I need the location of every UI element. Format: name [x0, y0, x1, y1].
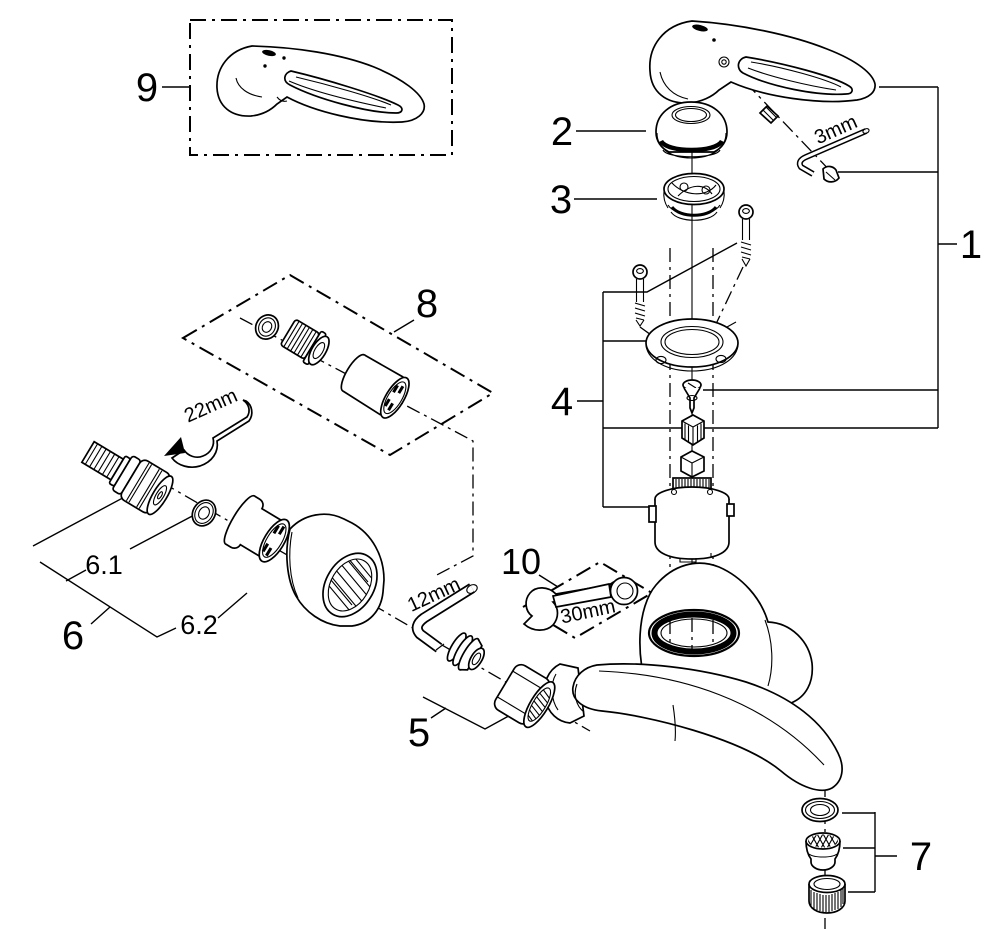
- valve-plug: [446, 632, 486, 671]
- arrow-icon: [164, 437, 185, 456]
- wall-union: [80, 440, 174, 516]
- callout-6-2: 6.2: [180, 610, 218, 640]
- hex-key-3mm: [796, 128, 870, 177]
- extension-set-box: [180, 273, 495, 457]
- lever-adapter: [663, 172, 725, 221]
- fixing-screw-right: [738, 204, 754, 268]
- wrench-30mm-box: [521, 560, 654, 640]
- wrench-22mm: [164, 399, 253, 468]
- callout-1: 1: [960, 223, 982, 267]
- screw-plug-cap: [822, 165, 840, 183]
- cartridge-screw: [682, 379, 702, 416]
- extension-nipple: [280, 319, 330, 366]
- callout-10: 10: [501, 541, 541, 582]
- extension-cap: [340, 353, 410, 419]
- extension-washer: [254, 314, 280, 340]
- callout-3: 3: [550, 178, 572, 222]
- aerator-insert: [805, 832, 841, 871]
- callout-7: 7: [910, 835, 932, 879]
- cap-nut: [493, 663, 556, 729]
- cartridge-flange: [645, 318, 739, 372]
- fixing-screw-left: [632, 264, 648, 327]
- aerator-washer: [801, 797, 839, 823]
- label-22mm: 22mm: [181, 385, 241, 428]
- seal-washer: [191, 499, 217, 527]
- spare-handle-box: [189, 19, 453, 156]
- extension-sleeve: [223, 494, 291, 563]
- square-adapter: [681, 414, 705, 447]
- hex-key-12mm: [411, 583, 478, 653]
- callout-5: 5: [408, 711, 430, 755]
- wall-escutcheon: [286, 513, 385, 627]
- leader-lines: [32, 86, 957, 893]
- callout-6-1: 6.1: [85, 550, 123, 580]
- handle-cap: [655, 101, 728, 159]
- spare-lever-handle: [216, 45, 426, 124]
- callout-8: 8: [416, 282, 438, 326]
- cartridge: [648, 450, 735, 563]
- callout-6: 6: [62, 614, 84, 658]
- grub-screw: [758, 104, 780, 125]
- callout-9: 9: [136, 66, 158, 110]
- callout-4: 4: [551, 380, 573, 424]
- wrench-30mm: [522, 576, 639, 631]
- lever-handle: [649, 20, 876, 104]
- callout-2: 2: [551, 110, 573, 154]
- aerator-housing: [808, 874, 846, 914]
- faucet-body: [543, 562, 843, 792]
